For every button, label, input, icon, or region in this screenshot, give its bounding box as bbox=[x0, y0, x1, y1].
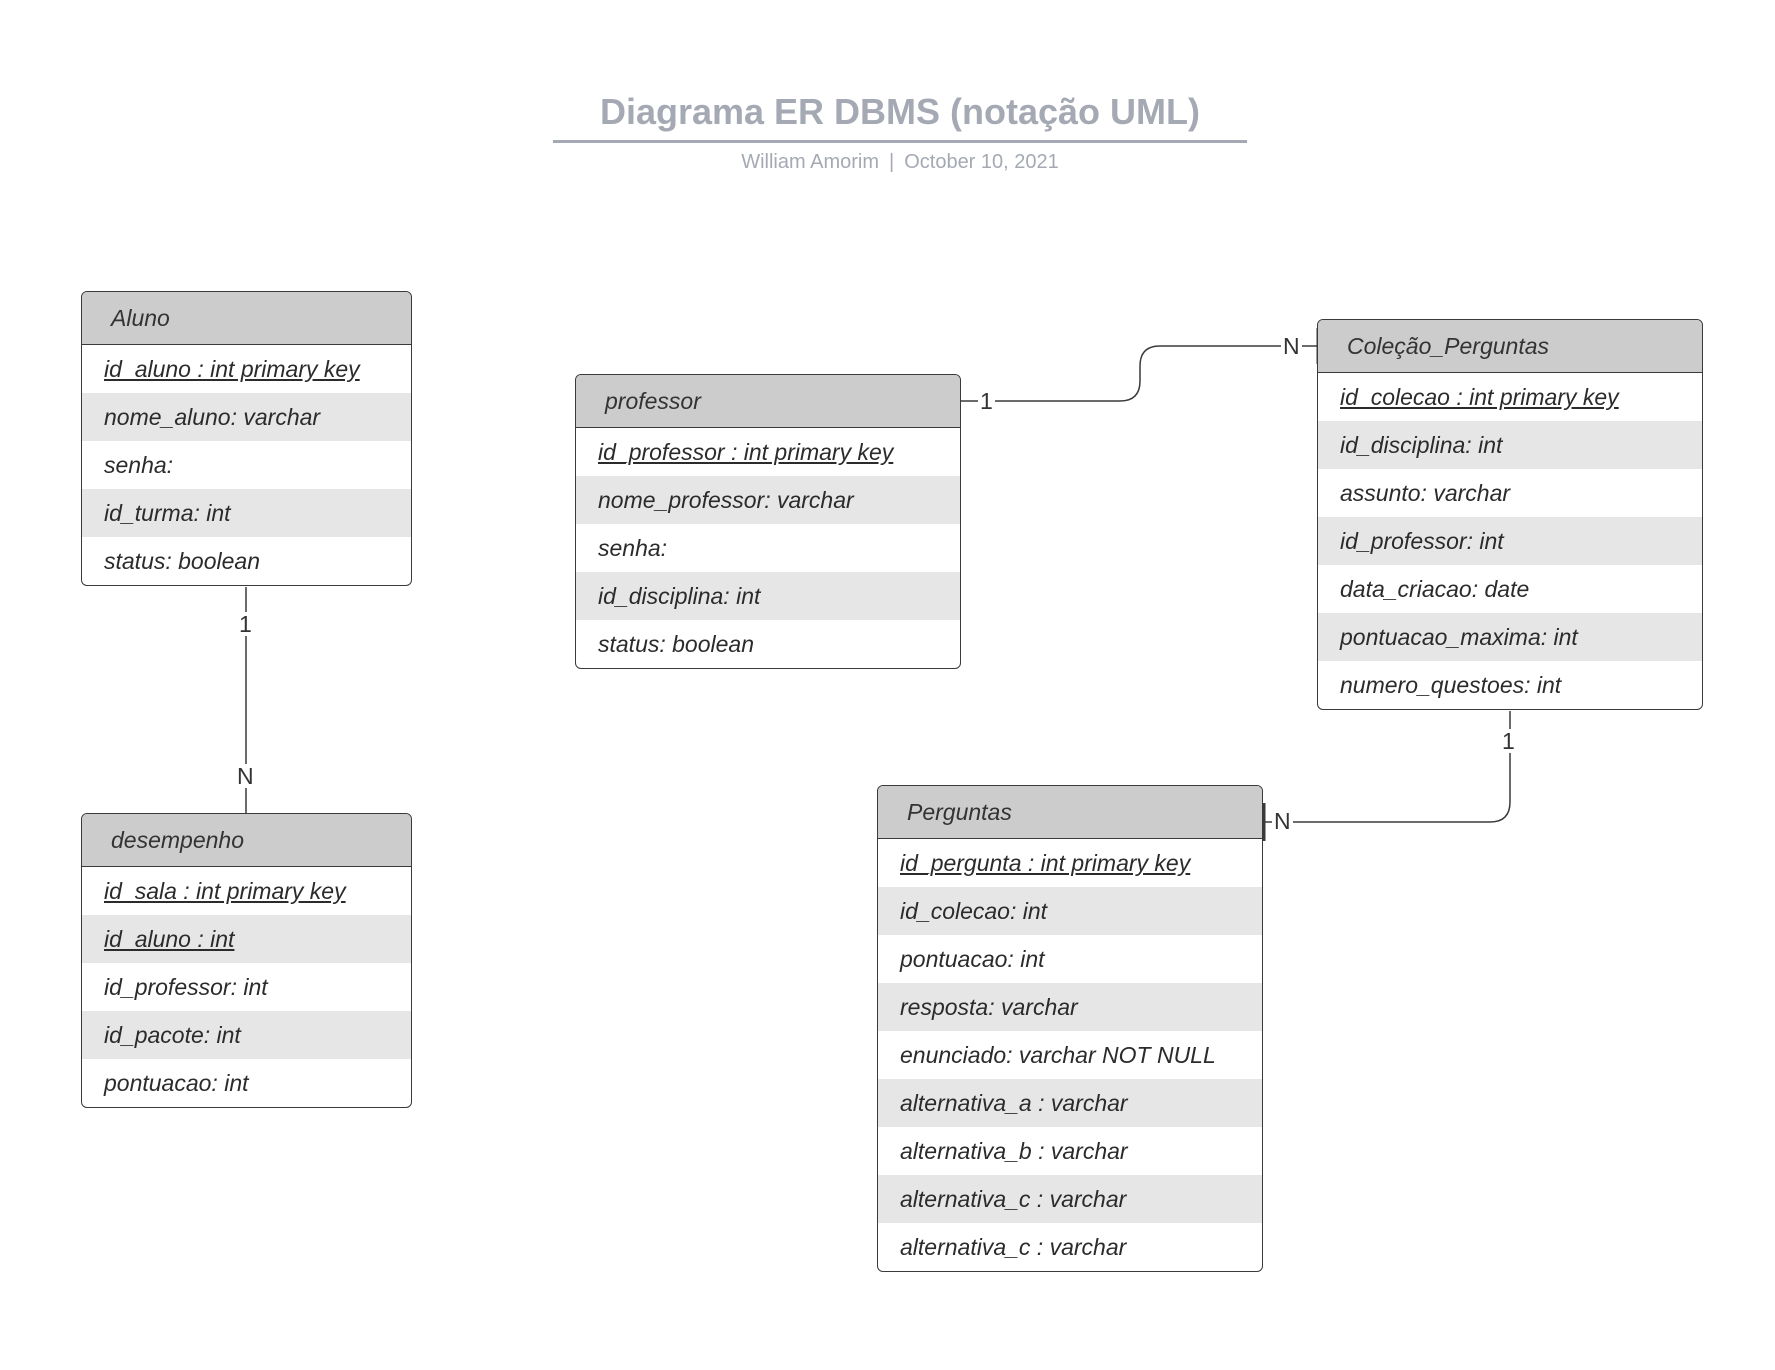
diagram-header: Diagrama ER DBMS (notação UML) William A… bbox=[553, 86, 1247, 174]
entity-aluno[interactable]: Aluno id_aluno : int primary key nome_al… bbox=[81, 291, 412, 586]
attribute-list: id_professor : int primary key nome_prof… bbox=[576, 428, 960, 668]
attribute-row[interactable]: numero_questoes: int bbox=[1340, 671, 1562, 698]
diagram-title: Diagrama ER DBMS (notação UML) bbox=[553, 86, 1247, 143]
cardinality-perguntas-many: N bbox=[1272, 808, 1293, 834]
attribute-primary-key[interactable]: id_aluno : int primary key bbox=[104, 355, 360, 382]
attribute-row[interactable]: data_criacao: date bbox=[1340, 575, 1530, 602]
entity-header[interactable]: Coleção_Perguntas bbox=[1318, 320, 1702, 373]
attribute-row[interactable]: assunto: varchar bbox=[1340, 479, 1511, 506]
attribute-row[interactable]: alternativa_c : varchar bbox=[900, 1233, 1127, 1260]
attribute-row[interactable]: pontuacao_maxima: int bbox=[1318, 613, 1702, 661]
attribute-primary-key[interactable]: id_professor : int primary key bbox=[598, 438, 894, 465]
diagram-subtitle: William Amorim | October 10, 2021 bbox=[553, 151, 1247, 174]
cardinality-colecao-many: N bbox=[1281, 333, 1302, 359]
entity-header[interactable]: Aluno bbox=[82, 292, 411, 345]
entity-desempenho[interactable]: desempenho id_sala : int primary key id_… bbox=[81, 813, 412, 1108]
attribute-row[interactable]: pontuacao: int bbox=[900, 945, 1045, 972]
attribute-primary-key[interactable]: id_colecao : int primary key bbox=[1340, 383, 1619, 410]
attribute-primary-key[interactable]: id_sala : int primary key bbox=[104, 877, 346, 904]
attribute-list: id_pergunta : int primary key id_colecao… bbox=[878, 839, 1262, 1271]
cardinality-professor-one: 1 bbox=[978, 388, 995, 414]
attribute-row[interactable]: id_colecao: int bbox=[878, 887, 1262, 935]
cardinality-colecao-one: 1 bbox=[1500, 728, 1517, 754]
attribute-row[interactable]: id_disciplina: int bbox=[1318, 421, 1702, 469]
attribute-row[interactable]: senha: bbox=[104, 451, 174, 478]
attribute-row[interactable]: id_professor: int bbox=[104, 973, 268, 1000]
attribute-row[interactable]: status: boolean bbox=[598, 630, 755, 657]
attribute-row[interactable]: senha: bbox=[598, 534, 668, 561]
attribute-row[interactable]: nome_professor: varchar bbox=[576, 476, 960, 524]
cardinality-aluno-one: 1 bbox=[237, 611, 254, 637]
connector-colecao-perguntas[interactable] bbox=[1264, 711, 1511, 823]
attribute-row[interactable]: id_disciplina: int bbox=[576, 572, 960, 620]
attribute-row[interactable]: pontuacao: int bbox=[104, 1069, 249, 1096]
attribute-primary-key[interactable]: id_pergunta : int primary key bbox=[900, 849, 1191, 876]
attribute-row[interactable]: nome_aluno: varchar bbox=[82, 393, 411, 441]
attribute-list: id_colecao : int primary key id_discipli… bbox=[1318, 373, 1702, 709]
attribute-list: id_aluno : int primary key nome_aluno: v… bbox=[82, 345, 411, 585]
attribute-row[interactable]: alternativa_a : varchar bbox=[878, 1079, 1262, 1127]
attribute-row[interactable]: resposta: varchar bbox=[878, 983, 1262, 1031]
author-name: William Amorim bbox=[741, 151, 879, 173]
entity-perguntas[interactable]: Perguntas id_pergunta : int primary key … bbox=[877, 785, 1263, 1272]
attribute-row[interactable]: id_pacote: int bbox=[82, 1011, 411, 1059]
connector-professor-colecao[interactable] bbox=[961, 345, 1318, 402]
entity-colecao-perguntas[interactable]: Coleção_Perguntas id_colecao : int prima… bbox=[1317, 319, 1703, 710]
attribute-row[interactable]: status: boolean bbox=[104, 547, 261, 574]
entity-professor[interactable]: professor id_professor : int primary key… bbox=[575, 374, 961, 669]
attribute-row[interactable]: alternativa_c : varchar bbox=[878, 1175, 1262, 1223]
diagram-date: October 10, 2021 bbox=[904, 151, 1059, 173]
attribute-foreign-key[interactable]: id_aluno : int bbox=[82, 915, 411, 963]
attribute-row[interactable]: id_professor: int bbox=[1318, 517, 1702, 565]
attribute-row[interactable]: alternativa_b : varchar bbox=[900, 1137, 1128, 1164]
attribute-row[interactable]: enunciado: varchar NOT NULL bbox=[900, 1041, 1216, 1068]
subtitle-separator: | bbox=[889, 151, 895, 173]
attribute-list: id_sala : int primary key id_aluno : int… bbox=[82, 867, 411, 1107]
attribute-row[interactable]: id_turma: int bbox=[82, 489, 411, 537]
entity-header[interactable]: desempenho bbox=[82, 814, 411, 867]
entity-header[interactable]: professor bbox=[576, 375, 960, 428]
entity-header[interactable]: Perguntas bbox=[878, 786, 1262, 839]
cardinality-desempenho-many: N bbox=[235, 763, 256, 789]
